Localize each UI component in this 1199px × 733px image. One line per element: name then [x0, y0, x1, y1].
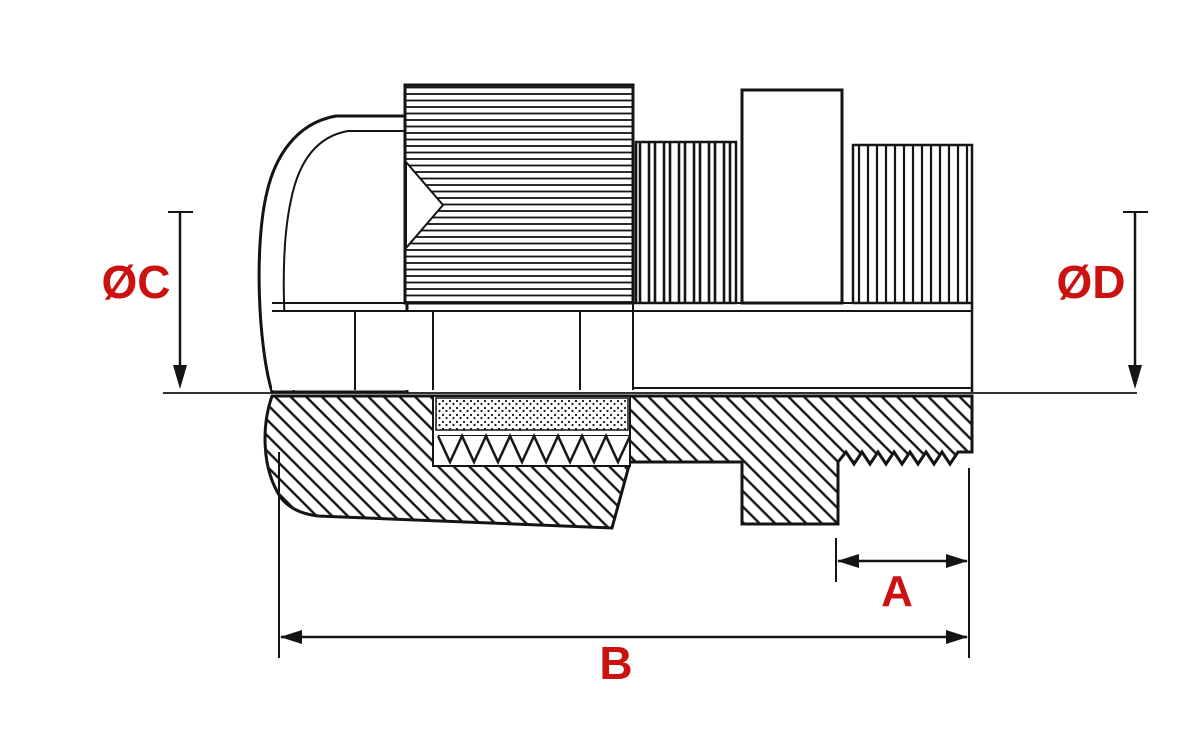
body-shoulder	[272, 302, 974, 392]
dimension-diameter-d: ØD	[1057, 211, 1148, 389]
dim-c-arrow	[173, 365, 187, 389]
dimension-b: B	[278, 452, 970, 689]
dim-b-arrow-left	[280, 630, 302, 644]
gland-upper-half	[257, 83, 974, 394]
label-diameter-c: ØC	[102, 256, 171, 308]
dimension-diameter-c: ØC	[102, 211, 193, 389]
label-diameter-d: ØD	[1057, 256, 1126, 308]
gland-lower-section	[263, 394, 974, 530]
dim-d-arrow	[1128, 365, 1142, 389]
label-dim-b: B	[599, 637, 632, 689]
seal-stipple	[435, 397, 629, 431]
clamping-claws	[436, 433, 632, 465]
knurled-ring	[403, 83, 635, 305]
dim-a-arrow-right	[946, 554, 968, 568]
dim-b-arrow-right	[946, 630, 968, 644]
male-thread	[851, 143, 974, 305]
dim-a-arrow-left	[837, 554, 859, 568]
locknut	[740, 88, 844, 305]
label-dim-a: A	[881, 567, 913, 616]
seal-insert	[432, 395, 632, 467]
dimension-a: A	[835, 538, 968, 616]
washer-stack	[634, 140, 738, 305]
